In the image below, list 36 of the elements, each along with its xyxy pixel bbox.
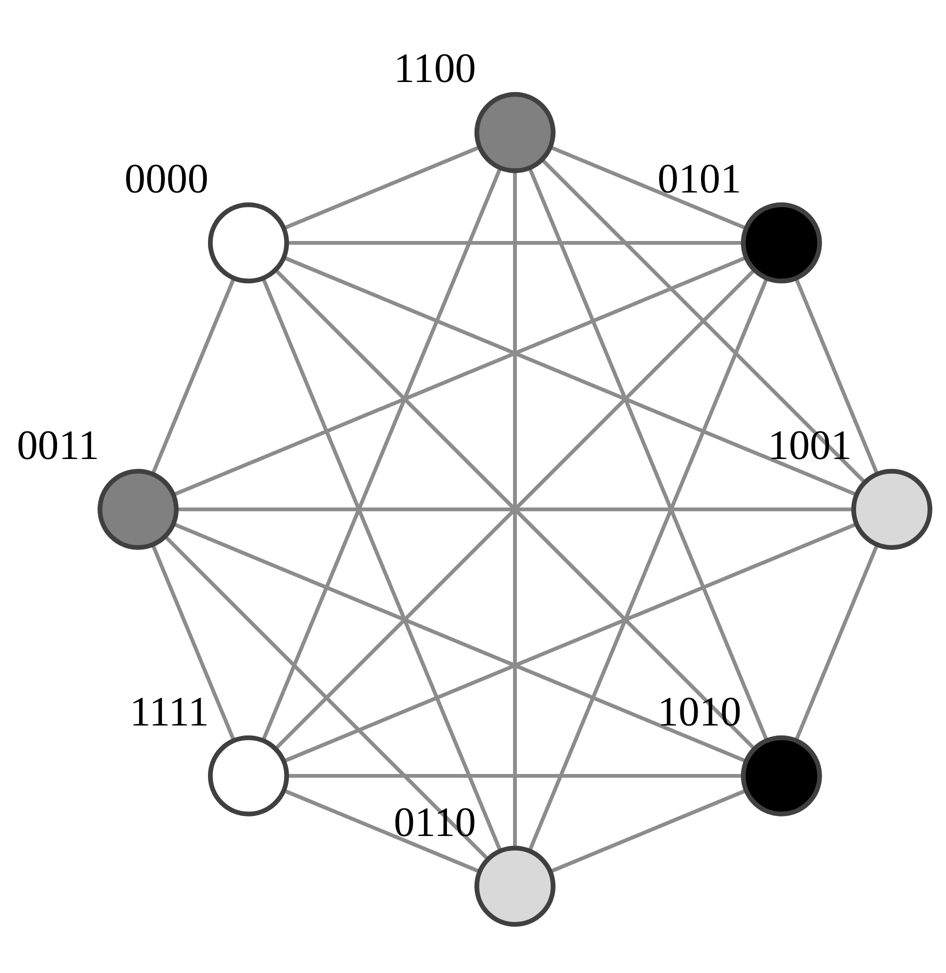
node-label: 1010 [658,690,742,736]
node-circle [474,846,556,927]
connector [151,278,236,475]
connector [283,145,480,230]
node-circle [740,202,822,284]
node-label: 1111 [130,690,209,736]
connector [164,535,490,860]
connector [283,522,858,763]
connector [283,256,858,496]
connector [172,522,747,763]
node-label: 0101 [658,156,742,203]
connector [794,544,879,742]
node-label: 0110 [394,800,476,846]
connector [540,158,866,484]
connector [528,167,768,742]
connector [513,170,517,848]
node-circle [474,92,556,174]
connector [151,544,236,742]
connector [528,278,769,852]
node-label: 1100 [394,46,476,92]
node-circle [208,202,290,284]
connector [261,278,502,852]
connector [550,145,747,230]
connector [172,256,747,496]
node-label: 1001 [768,423,852,470]
node-circle [208,735,290,816]
connector [261,167,502,742]
connector [274,268,756,750]
connector [550,788,747,874]
node-label: 0011 [16,423,100,470]
connector [283,788,480,874]
node-circle [851,468,932,550]
node-circle [98,468,179,550]
node-label: 0000 [124,156,208,203]
connector [794,278,879,475]
node-circle [740,735,822,816]
